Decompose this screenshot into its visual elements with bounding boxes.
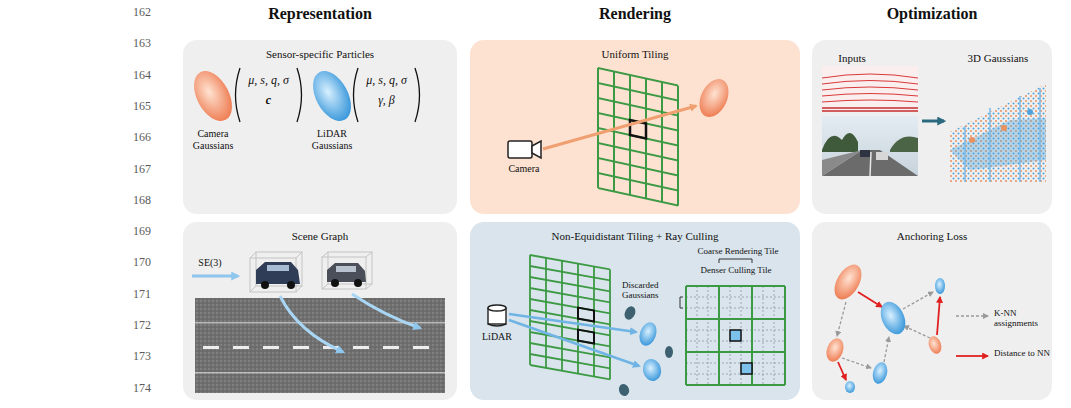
line-number: 174	[133, 382, 151, 396]
annotation: Denser Culling Tile	[700, 265, 771, 275]
line-number: 166	[133, 131, 151, 145]
panel-heading: Sensor-specific Particles	[266, 48, 374, 61]
line-number: 163	[133, 37, 151, 51]
panel: Uniform Tiling	[470, 40, 800, 214]
annotation: Coarse Rendering Tile	[698, 246, 779, 256]
line-number: 172	[133, 319, 151, 333]
line-number: 171	[133, 288, 151, 302]
line-number: 168	[133, 194, 151, 208]
sensor-label: Camera	[508, 163, 539, 175]
particle-caption: LiDAR Gaussians	[302, 128, 362, 151]
attribute-vector: γ, β	[378, 94, 395, 108]
attribute-vector: μ, s, q, σ	[366, 74, 407, 88]
panel-heading: Uniform Tiling	[602, 48, 669, 61]
line-number: 164	[133, 69, 151, 83]
column-title: Rendering	[599, 5, 671, 23]
panel-heading: Scene Graph	[292, 230, 349, 243]
attribute-vector: μ, s, q, σ	[248, 74, 289, 88]
transform-label: SE(3)	[198, 257, 221, 269]
panel-heading: Non-Equidistant Tiling + Ray Culling	[552, 230, 719, 243]
panel: Sensor-specific Particles	[183, 40, 457, 214]
panel: Inputs 3D Gaussians	[812, 40, 1052, 214]
line-number: 165	[133, 100, 151, 114]
panel: Scene Graph	[183, 222, 457, 400]
line-number: 169	[133, 225, 151, 239]
attribute-vector: c	[266, 94, 271, 108]
line-number: 167	[133, 163, 151, 177]
line-number: 170	[133, 256, 151, 270]
annotation: Discarded Gaussians	[622, 280, 680, 301]
column-title: Representation	[268, 5, 372, 23]
scene-graph-illustration	[183, 222, 457, 400]
panel-subheading: 3D Gaussians	[968, 52, 1029, 65]
particles-illustration	[183, 40, 457, 214]
panel-heading: Inputs	[838, 52, 866, 65]
line-number: 173	[133, 350, 151, 364]
particle-caption: Camera Gaussians	[183, 128, 243, 151]
uniform-tiling-illustration	[470, 40, 800, 214]
legend-entry: K-NN assignments	[994, 308, 1050, 329]
line-number: 162	[133, 6, 151, 20]
panel-heading: Anchoring Loss	[897, 230, 968, 243]
sensor-label: LiDAR	[482, 331, 512, 343]
optimization-inputs-illustration	[812, 40, 1052, 214]
column-title: Optimization	[887, 5, 978, 23]
legend-entry: Distance to NN	[994, 348, 1050, 358]
